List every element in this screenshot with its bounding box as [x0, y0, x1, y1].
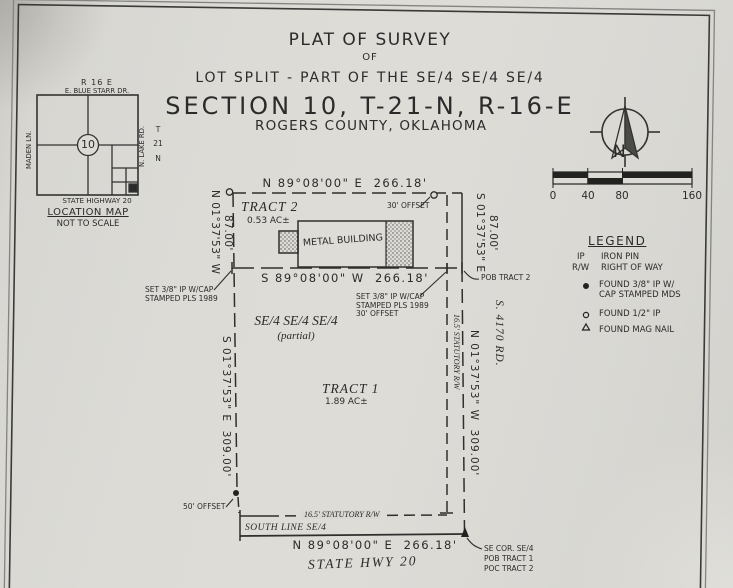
dimension-tract2-west-bearing: N 01°37'53" W: [209, 190, 221, 275]
offset30-leader: [419, 196, 431, 208]
found-ip-30-offset: [430, 191, 438, 199]
pob-tract2-label: POB TRACT 2: [481, 273, 531, 282]
dimension-tract1-east-line: N 01°37'53" W 309.00': [468, 330, 480, 477]
tract1-name: TRACT 1: [322, 381, 380, 396]
plat-subtitle: LOT SPLIT - PART OF THE SE/4 SE/4 SE/4: [195, 70, 545, 86]
tract2-area: 0.53 AC±: [247, 216, 290, 226]
aliquot-label: SE/4 SE/4 SE/4: [254, 313, 338, 328]
south-line-label: SOUTH LINE SE/4: [245, 523, 327, 533]
sheet-border: [3, 0, 716, 588]
found-half-inch-ip-nw: [225, 188, 234, 196]
township-21: 21: [153, 139, 163, 148]
se-corner-line1: SE COR. SE/4: [484, 544, 534, 553]
legend-def-right-of-way: RIGHT OF WAY: [601, 263, 663, 273]
offset50-leader: [225, 498, 234, 508]
aliquot-partial-label: (partial): [277, 330, 315, 342]
offset-30-label: 30' OFFSET: [387, 201, 430, 210]
dimension-tract2-east-distance: 87.00': [487, 215, 499, 251]
set-ip-right-leader: [419, 271, 447, 297]
legend-title: LEGEND: [588, 234, 647, 248]
set-ip-left-line1: SET 3/8" IP W/CAP: [145, 285, 214, 294]
section-number: 10: [81, 138, 95, 151]
scale-tick-0: 0: [549, 190, 557, 202]
tract1-area: 1.89 AC±: [325, 397, 368, 407]
tract2-name: TRACT 2: [241, 199, 299, 214]
legend-item-cap-stamped: CAP STAMPED MDS: [599, 290, 681, 300]
statutory-rw-east-label: 16.5' STATUTORY R/W: [452, 314, 461, 390]
legend-item-found-12-ip: FOUND 1/2" IP: [599, 309, 661, 319]
statutory-rw-south-label: 16.5' STATUTORY R/W: [302, 510, 382, 520]
legend-open-circle-symbol: [582, 311, 590, 319]
dimension-south-section-line: N 89°08'00" E 266.18': [292, 538, 458, 552]
scale-tick-40: 40: [581, 190, 595, 202]
site-marker: [128, 183, 138, 193]
legend-symbols: [581, 283, 591, 331]
legend-item-found-38-ip: FOUND 3/8" IP W/: [599, 280, 675, 290]
set-ip-left-leader: [213, 270, 232, 291]
se-corner-line3: POC TRACT 2: [484, 564, 534, 574]
legend-abbr-rw: R/W: [572, 263, 590, 273]
dimension-tract1-west-line: S 01°37'53" E 309.00': [220, 336, 232, 478]
legend-item-found-mag-nail: FOUND MAG NAIL: [599, 325, 675, 335]
township-t: T: [155, 125, 161, 134]
legend-abbr-ip: IP: [577, 252, 585, 262]
north-arrow: [590, 97, 660, 167]
pob-tract2-leader: [463, 270, 480, 280]
road-4170-label: S. 4170 RD.: [493, 300, 505, 367]
location-map-linework: [36, 94, 139, 196]
scale-tick-160: 160: [681, 190, 703, 202]
scale-tick-80: 80: [615, 190, 629, 202]
range-label: R 16 E: [81, 78, 113, 87]
dimension-tract2-east-bearing: S 01°37'53" E: [474, 193, 486, 273]
se-corner-line2: POB TRACT 1: [484, 554, 534, 564]
set-ip-right-line1: SET 3/8" IP W/CAP: [356, 292, 425, 301]
road-blue-starr-label: E. BLUE STARR DR.: [64, 86, 130, 95]
north-label: N: [613, 142, 626, 162]
found-ip-50-offset: [233, 490, 239, 496]
location-map-caption: LOCATION MAP: [47, 207, 129, 218]
dimension-tract2-south-line: S 89°08'00" W 266.18': [261, 271, 429, 285]
plat-title: PLAT OF SURVEY: [288, 30, 452, 50]
plat-county-line: ROGERS COUNTY, OKLAHOMA: [255, 118, 488, 134]
set-ip-right-line3: 30' OFFSET: [356, 309, 399, 319]
monument-symbols: [225, 188, 469, 537]
township-n: N: [155, 154, 161, 163]
dimension-tract2-west-distance: 87.00': [222, 215, 234, 251]
dimension-north-line: N 89°08'00" E 266.18': [262, 176, 428, 190]
legend-def-iron-pin: IRON PIN: [601, 252, 640, 262]
legend-filled-circle-symbol: [583, 283, 589, 289]
state-highway-20-map-label: STATE HIGHWAY 20: [62, 196, 132, 205]
plat-section-line: SECTION 10, T-21-N, R-16-E: [165, 92, 575, 120]
plat-title-of: OF: [362, 52, 378, 63]
metal-building-outline: [278, 220, 414, 268]
scale-bar: [552, 168, 693, 188]
boundary-linework: [213, 192, 483, 550]
set-ip-right-line2: STAMPED PLS 1989: [356, 300, 429, 310]
set-ip-left-line2: STAMPED PLS 1989: [145, 293, 218, 303]
se-corner-leader: [466, 537, 483, 550]
road-lake-label: N. LAKE RD.: [138, 125, 146, 167]
legend-triangle-symbol: [581, 322, 591, 331]
se-corner-mag-nail: [461, 527, 469, 537]
offset-50-label: 50' OFFSET: [183, 502, 226, 511]
not-to-scale-note: NOT TO SCALE: [56, 219, 120, 229]
road-maden-label: MADEN LN.: [25, 130, 33, 169]
